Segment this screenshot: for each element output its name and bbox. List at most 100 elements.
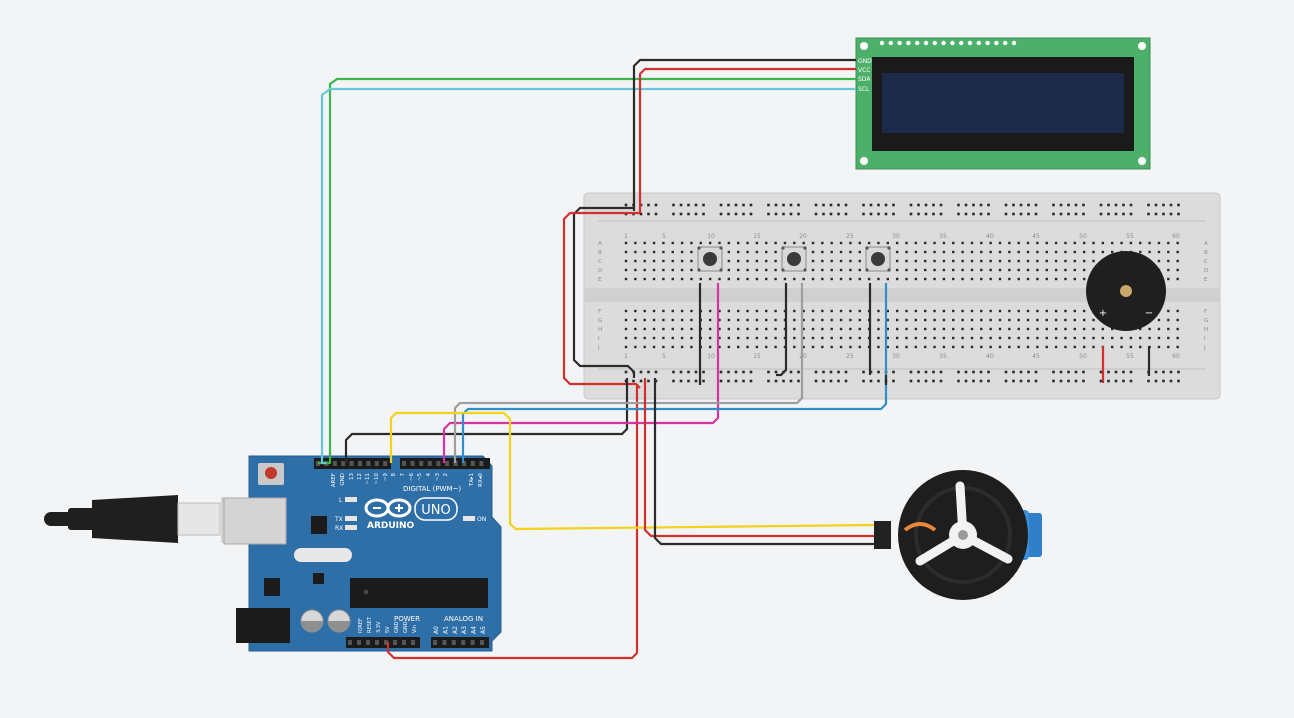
wire-black-rail-jumper[interactable] — [572, 206, 636, 378]
lcd-header-pins — [879, 40, 1017, 46]
breadboard-hole — [1162, 370, 1165, 374]
wire-red-5v[interactable] — [386, 384, 639, 660]
usb-b-port — [223, 497, 287, 545]
breadboard-hole — [1026, 268, 1030, 272]
breadboard-hole — [1045, 268, 1048, 272]
wire-cyan-scl[interactable] — [320, 87, 856, 465]
breadboard-hole — [970, 309, 974, 313]
breadboard-hole — [980, 327, 983, 331]
wire-magenta-button-1[interactable] — [442, 283, 720, 463]
breadboard-hole — [643, 277, 646, 281]
breadboard-hole — [858, 318, 861, 322]
breadboard-hole — [933, 345, 936, 349]
breadboard-hole — [1092, 241, 1095, 245]
wire-red-lcd-vcc[interactable] — [638, 67, 856, 213]
breadboard-hole — [914, 345, 918, 349]
breadboard-hole — [895, 241, 899, 245]
breadboard-hole — [1167, 259, 1170, 263]
breadboard-hole — [672, 212, 675, 216]
breadboard-hole — [839, 345, 843, 349]
breadboard-hole — [877, 379, 880, 383]
analog-label: ANALOG IN — [444, 615, 483, 623]
breadboard-hole — [961, 327, 964, 331]
header-hole — [348, 640, 352, 645]
column-number: 45 — [1032, 353, 1040, 360]
digital-pin-label: 13 — [349, 473, 355, 480]
breadboard-hole — [1129, 370, 1133, 374]
analog-pin-label: A3 — [461, 626, 468, 634]
wire-black-arduino-gnd[interactable] — [344, 378, 629, 463]
breadboard-hole — [679, 203, 683, 207]
breadboard-hole — [1111, 327, 1114, 331]
lcd-header-pin — [915, 40, 920, 46]
breadboard-hole — [634, 277, 637, 281]
analog-header — [431, 637, 489, 648]
breadboard-hole — [1074, 203, 1078, 207]
digital-pin-label: ~5 — [417, 473, 423, 482]
breadboard-hole — [970, 336, 974, 340]
servo-motor[interactable] — [874, 470, 1042, 600]
push-button-1[interactable] — [697, 246, 723, 272]
push-button-2[interactable] — [781, 246, 807, 272]
wire-yellow-servo-signal[interactable] — [389, 411, 875, 531]
breadboard-hole — [802, 336, 805, 340]
push-button-3[interactable] — [865, 246, 891, 272]
piezo-buzzer[interactable]: + − — [1086, 251, 1166, 331]
breadboard-hole — [694, 212, 698, 216]
breadboard-hole — [1122, 212, 1125, 216]
row-letter: F — [598, 309, 601, 315]
breadboard-hole — [708, 345, 712, 349]
breadboard-hole — [821, 268, 824, 272]
breadboard-hole — [789, 212, 793, 216]
breadboard-hole — [1026, 318, 1030, 322]
breadboard-hole — [746, 277, 749, 281]
header-hole — [366, 640, 370, 645]
row-letter: A — [1204, 241, 1208, 247]
breadboard-hole — [742, 212, 745, 216]
wire-black-button-2-gnd[interactable] — [776, 283, 788, 377]
wires[interactable] — [318, 58, 1151, 660]
usb-chip — [311, 516, 327, 534]
breadboard-hole — [755, 250, 759, 254]
breadboard-hole — [662, 268, 665, 272]
breadboard-hole — [1054, 259, 1058, 263]
header-hole — [436, 461, 441, 466]
column-number: 1 — [624, 233, 628, 240]
breadboard-hole — [719, 370, 723, 374]
breadboard-hole — [1054, 327, 1058, 331]
breadboard-hole — [746, 268, 749, 272]
breadboard-hole — [1073, 259, 1076, 263]
breadboard-hole — [1064, 327, 1067, 331]
breadboard-hole — [652, 250, 656, 254]
breadboard-hole — [1099, 370, 1103, 374]
breadboard-hole — [774, 370, 778, 374]
breadboard-hole — [624, 241, 628, 245]
wire-black-servo-gnd[interactable] — [653, 378, 874, 546]
breadboard-hole — [680, 309, 684, 313]
breadboard-hole — [708, 327, 712, 331]
wire-black-lcd-gnd[interactable] — [632, 58, 856, 211]
breadboard-hole — [957, 212, 960, 216]
breadboard-hole — [961, 336, 964, 340]
buzzer-minus-label: − — [1145, 308, 1153, 319]
breadboard-hole — [671, 318, 674, 322]
lcd-display[interactable]: GND VCC SDA SCL — [855, 37, 1151, 170]
power-label: POWER — [394, 615, 420, 623]
breadboard-hole — [737, 259, 740, 263]
breadboard-hole — [1008, 336, 1011, 340]
breadboard-hole — [737, 336, 740, 340]
breadboard-hole — [829, 370, 833, 374]
breadboard-hole — [895, 336, 899, 340]
breadboard-hole — [892, 370, 895, 374]
wire-red-servo-power[interactable] — [643, 378, 874, 538]
wire-gray-button-2[interactable] — [453, 283, 804, 463]
breadboard-hole — [814, 370, 818, 374]
breadboard-hole — [727, 277, 731, 281]
breadboard-hole — [765, 259, 768, 263]
breadboard-hole — [1111, 241, 1114, 245]
breadboard-hole — [680, 277, 684, 281]
breadboard-hole — [793, 309, 796, 313]
